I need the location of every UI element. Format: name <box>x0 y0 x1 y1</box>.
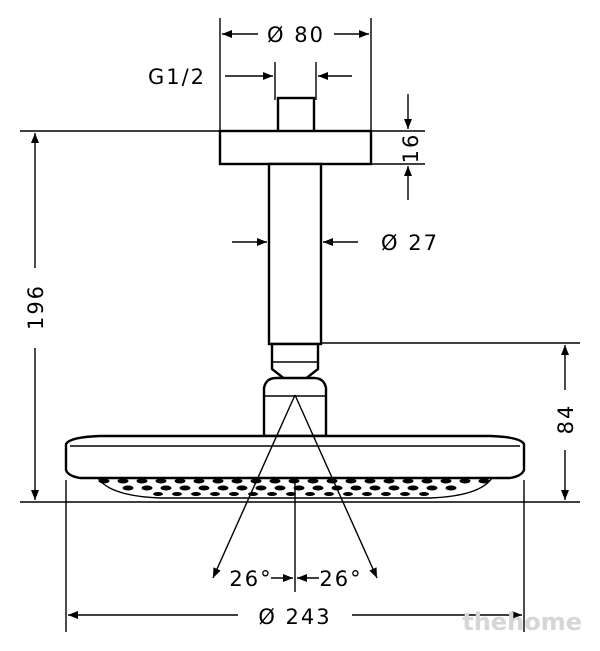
spray-nozzle <box>141 485 153 491</box>
spray-nozzle <box>174 478 186 484</box>
watermark-logo: thehome <box>462 608 582 636</box>
spray-nozzle <box>345 478 357 484</box>
spray-nozzle <box>155 478 167 484</box>
spray-nozzle <box>231 478 243 484</box>
label-thread: G1/2 <box>148 65 206 89</box>
spray-nozzle <box>440 478 452 484</box>
spray-angle-lines <box>212 394 378 579</box>
label-angle-right: 26° <box>319 567 362 591</box>
dim-total-height: 196 <box>24 133 48 500</box>
spray-nozzle <box>136 478 148 484</box>
spray-face <box>97 477 493 499</box>
spray-nozzle <box>388 485 400 491</box>
label-flange-depth: 16 <box>399 133 423 164</box>
label-angle-left: 26° <box>229 567 272 591</box>
spray-nozzle <box>274 485 286 491</box>
thread-nipple <box>276 96 316 134</box>
spray-nozzle <box>364 478 376 484</box>
ceiling-flange <box>218 129 373 166</box>
spray-nozzle <box>269 478 281 484</box>
label-flange-diameter: Ø 80 <box>267 23 325 47</box>
spray-nozzle <box>179 485 191 491</box>
spray-nozzle <box>236 485 248 491</box>
spray-nozzle <box>324 492 334 496</box>
dim-head-height: 84 <box>554 345 578 500</box>
dim-pipe-diameter: Ø 27 <box>232 231 439 255</box>
spray-nozzle <box>217 485 229 491</box>
spray-nozzle <box>191 492 201 496</box>
spray-nozzle <box>381 492 391 496</box>
spray-nozzle <box>426 485 438 491</box>
shower-arm-assembly <box>218 96 373 438</box>
ball-joint-housing <box>262 376 328 438</box>
spray-nozzle <box>193 478 205 484</box>
dim-head-diameter: Ø 243 <box>68 605 522 629</box>
spray-nozzle <box>362 492 372 496</box>
spray-nozzle <box>369 485 381 491</box>
spray-nozzle <box>267 492 277 496</box>
spray-nozzle <box>172 492 182 496</box>
spray-nozzle <box>98 478 110 484</box>
spray-nozzle <box>210 492 220 496</box>
spray-nozzle <box>307 478 319 484</box>
spray-nozzle <box>459 478 471 484</box>
spray-nozzle <box>312 485 324 491</box>
spray-nozzle <box>198 485 210 491</box>
spray-nozzle <box>229 492 239 496</box>
dim-thread: G1/2 <box>148 65 352 89</box>
spray-nozzle <box>255 485 267 491</box>
spray-nozzle <box>122 485 134 491</box>
spray-nozzle <box>288 478 300 484</box>
spray-nozzle <box>445 485 457 491</box>
spray-nozzle <box>343 492 353 496</box>
label-pipe-diameter: Ø 27 <box>381 231 439 255</box>
spray-nozzle <box>383 478 395 484</box>
label-head-height: 84 <box>554 404 578 435</box>
spray-nozzle <box>400 492 410 496</box>
spray-nozzle <box>153 492 163 496</box>
spray-nozzle <box>286 492 296 496</box>
shower-head <box>64 434 526 499</box>
spray-nozzle <box>421 478 433 484</box>
spray-nozzle <box>212 478 224 484</box>
dim-flange-diameter: Ø 80 <box>222 23 369 47</box>
dim-flange-depth: 16 <box>399 94 423 200</box>
label-head-diameter: Ø 243 <box>258 605 331 629</box>
label-total-height: 196 <box>24 284 48 330</box>
spray-nozzle <box>117 478 129 484</box>
spray-nozzle <box>160 485 172 491</box>
spray-nozzle <box>305 492 315 496</box>
spray-nozzle <box>407 485 419 491</box>
spray-nozzle <box>419 492 429 496</box>
dim-spray-angle: 26° 26° <box>229 567 362 591</box>
shower-arm-pipe <box>267 162 323 346</box>
spray-nozzle <box>350 485 362 491</box>
spray-nozzles <box>98 478 490 496</box>
spray-nozzle <box>402 478 414 484</box>
shower-head-body <box>64 434 526 480</box>
spray-nozzle <box>478 478 490 484</box>
spray-nozzle <box>293 485 305 491</box>
